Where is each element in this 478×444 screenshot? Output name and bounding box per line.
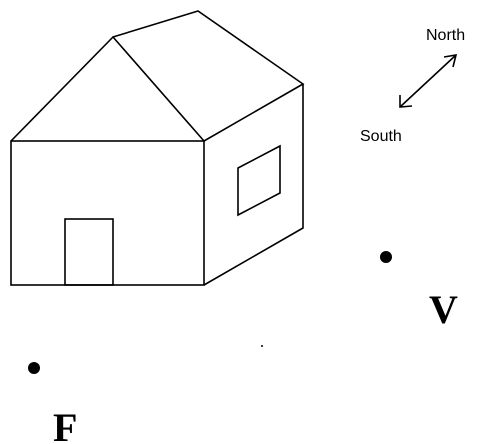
point-v-dot bbox=[380, 251, 392, 263]
south-label: South bbox=[360, 128, 402, 145]
compass: North South bbox=[360, 27, 465, 145]
compass-arrow-shaft bbox=[399, 54, 457, 108]
point-v-label: V bbox=[429, 287, 458, 332]
house-front-gable bbox=[10, 35, 205, 142]
house bbox=[10, 10, 305, 286]
south-arrowhead-icon bbox=[399, 95, 413, 108]
house-side-window bbox=[237, 144, 281, 217]
point-f-dot bbox=[28, 362, 40, 374]
north-arrowhead-icon bbox=[443, 54, 458, 68]
house-door bbox=[64, 218, 114, 286]
point-f-label: F bbox=[53, 405, 77, 444]
speck bbox=[261, 345, 263, 347]
house-side-wall bbox=[203, 84, 304, 286]
point-f: F bbox=[28, 362, 77, 444]
house-front-wall bbox=[10, 140, 205, 286]
point-v: V bbox=[380, 251, 458, 332]
north-label: North bbox=[426, 27, 465, 44]
house-roof-ridge bbox=[112, 10, 305, 142]
